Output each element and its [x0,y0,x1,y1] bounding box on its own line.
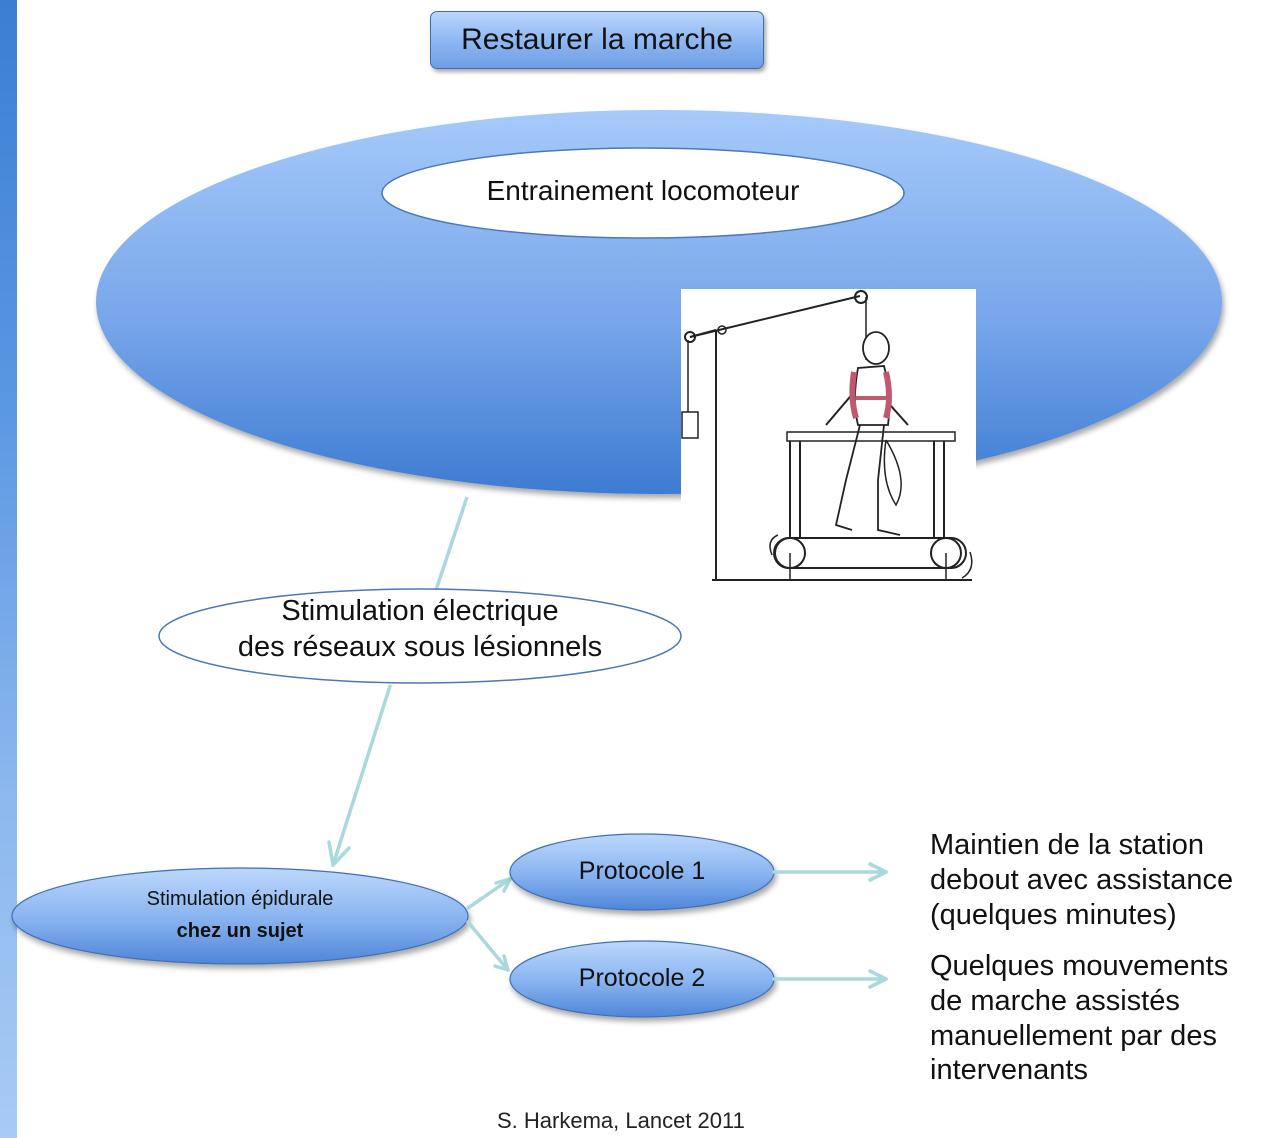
outcome-2-text: Quelques mouvements de marche assistés m… [930,949,1228,1088]
outcome-2-line-2: de marche assistés [930,984,1180,1017]
entrainement-ellipse [381,147,905,239]
arrow-stim-to-epidural [327,684,392,867]
outcome-2-line-1: Quelques mouvements [930,950,1229,982]
outcome-2-line-3: manuellement par des [930,1019,1217,1052]
outcome-arrows [772,862,888,989]
entrainement-label: Entrainement locomoteur [486,175,800,206]
left-accent-bar [0,0,17,1138]
outcome-1-line-1: Maintien de la station [930,829,1205,861]
stimulation-line-1: Stimulation électrique [281,595,559,627]
epidural-ellipse [11,867,469,965]
outcome-2-line-4: intervenants [930,1054,1088,1087]
citation: S. Harkema, Lancet 2011 [497,1108,745,1133]
title-box: Restaurer la marche [430,11,764,69]
outcome-1-line-3: (quelques minutes) [930,898,1177,931]
stimulation-line-2: des réseaux sous lésionnels [237,631,603,664]
treadmill-illustration [681,289,976,586]
outcome-1-text: Maintien de la station debout avec assis… [930,828,1233,932]
epidural-line-2: chez un sujet [176,920,304,942]
protocol-2-label: Protocole 2 [578,964,706,992]
branch-arrows [466,877,512,972]
epidural-label: Stimulation épidurale chez un sujet [12,883,468,947]
epidural-line-1: Stimulation épidurale [146,888,334,910]
stimulation-electrique-label: Stimulation électrique des réseaux sous … [159,593,681,666]
outcome-1-line-2: debout avec assistance [930,863,1234,896]
protocol-1-label: Protocole 1 [578,857,706,885]
title-text: Restaurer la marche [461,23,733,56]
stimulation-electrique-ellipse [158,588,682,684]
connector-ellipse-to-stim [434,496,469,591]
